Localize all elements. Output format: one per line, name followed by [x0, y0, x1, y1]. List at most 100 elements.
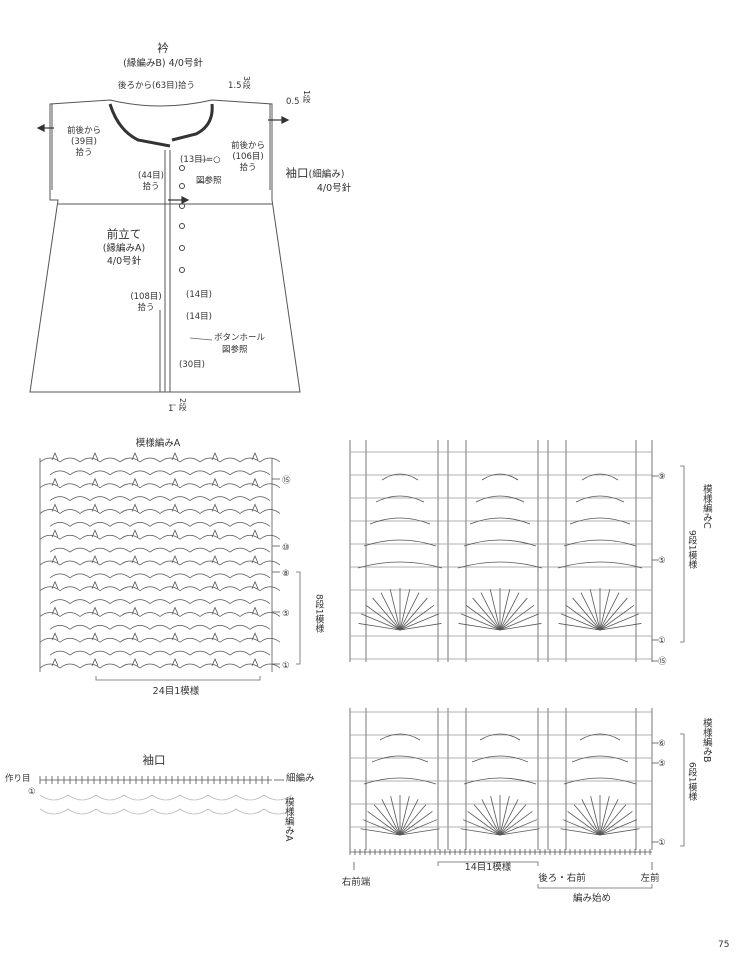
buttonhole-a: ボタンホール [214, 333, 266, 343]
collar-band [108, 103, 171, 148]
pattern-a-shell [51, 632, 59, 641]
pattern-a-shell [131, 529, 139, 538]
pattern-b-loop [379, 733, 421, 741]
cuff-depth: 0.5 [286, 97, 300, 107]
pattern-b-bracket [680, 733, 685, 847]
pattern-a-row [39, 586, 281, 592]
pattern-b-fan-stitch [360, 828, 401, 836]
pattern-c-loop [557, 561, 643, 569]
pattern-c-fan-stitch [499, 613, 539, 631]
pattern-a-shell [131, 554, 139, 564]
pattern-c-fan-stitch [365, 604, 401, 631]
pattern-c-fan-stitch [358, 623, 401, 631]
pattern-a-row [49, 496, 271, 501]
bc-width-bracket [437, 861, 539, 866]
pattern-b-fan-stitch [499, 811, 533, 836]
pattern-a-shell [51, 477, 59, 486]
pattern-a-shell [211, 529, 219, 538]
front-pickup-39-b: (39目) [71, 137, 97, 147]
pattern-a-row [49, 599, 271, 604]
pattern-b-fan-stitch [362, 819, 401, 836]
pattern-c-loop [581, 473, 619, 481]
pattern-b-fan-stitch [373, 804, 401, 836]
pattern-a-shell [91, 554, 99, 564]
pattern-a-stitches [39, 451, 301, 681]
pattern-a-shell [211, 477, 219, 486]
pattern-a-shell [171, 503, 179, 512]
collar-title: 衿 [157, 41, 169, 55]
pattern-a-shell [171, 632, 179, 641]
bottom-rows: 2段 [178, 398, 188, 412]
pattern-a-row [49, 650, 271, 656]
front-pickup-39-a: 前後から [66, 126, 102, 136]
pattern-a-shell [51, 606, 59, 615]
back-pickup-106-b: (106目) [232, 152, 264, 162]
pattern-b-loop [571, 755, 629, 763]
pattern-c-fan-stitch [572, 597, 601, 631]
pattern-b-loop [471, 755, 529, 763]
sleeve-chain-label: 作り目 [5, 774, 31, 784]
pattern-a-row-1: ① [282, 661, 290, 671]
pattern-c-fan-stitch [499, 623, 542, 631]
pattern-c-fan-stitch [565, 604, 601, 631]
pattern-b-fan-stitch [499, 828, 540, 836]
pattern-a-row [39, 637, 281, 643]
pattern-b-fan-stitch [599, 799, 619, 836]
pattern-c-fan-stitch [499, 597, 528, 631]
pattern-c-fan-stitch [499, 589, 511, 631]
pattern-a-shell [171, 529, 179, 538]
pattern-c-loop [463, 539, 537, 547]
pattern-a-shell [251, 503, 259, 512]
pattern-b-fan-stitch [490, 796, 501, 836]
pattern-a-width: 24目1模様 [152, 686, 200, 697]
pattern-c-fan-stitch [461, 613, 501, 631]
pattern-c-fan-stitch [399, 589, 411, 631]
start-label: 編み始め [572, 893, 612, 904]
bc-width: 14目1模様 [464, 862, 512, 873]
pattern-a-shell [211, 606, 219, 615]
pattern-c-repeat: 9段1模様 [686, 530, 697, 569]
pattern-a-shell [251, 451, 259, 461]
pattern-c-loop [381, 473, 419, 481]
pattern-b-fan-stitch [399, 811, 433, 836]
pattern-b-loop [563, 777, 637, 785]
pattern-a-row [39, 509, 281, 514]
pattern-c-loop [457, 561, 543, 569]
pattern-b-fan-stitch [399, 828, 440, 836]
pattern-a-shell [251, 554, 259, 564]
pattern-b-fan-stitch [560, 828, 601, 836]
placket-needle: 4/0号針 [106, 256, 142, 267]
pattern-c-fan-stitch [399, 613, 439, 631]
b-row-1: ① [658, 838, 666, 848]
pattern-a-row [39, 612, 281, 617]
sleeve-stitches [39, 776, 284, 784]
back-pickup-106-a: 前後から [230, 141, 266, 151]
pattern-b-fan-stitch [467, 811, 501, 836]
front-pickup-39-c: 拾う [75, 148, 93, 158]
pattern-b-fan-stitch [573, 804, 601, 836]
sleeve-chart-title: 袖口 [142, 753, 166, 767]
pattern-a-shell [171, 657, 179, 667]
pattern-c-loop [369, 517, 431, 525]
pattern-b-fan-stitch [562, 819, 601, 836]
pattern-c-fan-stitch [399, 604, 435, 631]
pattern-c-loop [469, 517, 531, 525]
pattern-c-fan-stitch [599, 592, 620, 631]
pattern-a-shell [211, 632, 219, 641]
pattern-b-fan-stitch [399, 799, 419, 836]
pattern-b-fan-stitch [367, 811, 401, 836]
sleeve-sc-label: 細編み [286, 773, 315, 784]
pattern-c-fan-stitch [499, 592, 520, 631]
fourteen-a: (14目) [186, 290, 212, 300]
pattern-c-fan-stitch [499, 604, 535, 631]
pattern-c-fan-stitch [599, 613, 639, 631]
sleeve-needle: 4/0号針 [316, 183, 352, 194]
pattern-a-shell [211, 554, 219, 564]
pattern-a-shell [131, 477, 139, 486]
sleeve-pattern-label: 模様編みA [282, 797, 294, 842]
forty-four-a: (44目) [138, 171, 164, 181]
pattern-b-fan-stitch [399, 796, 410, 836]
pattern-b-loop [479, 733, 521, 741]
